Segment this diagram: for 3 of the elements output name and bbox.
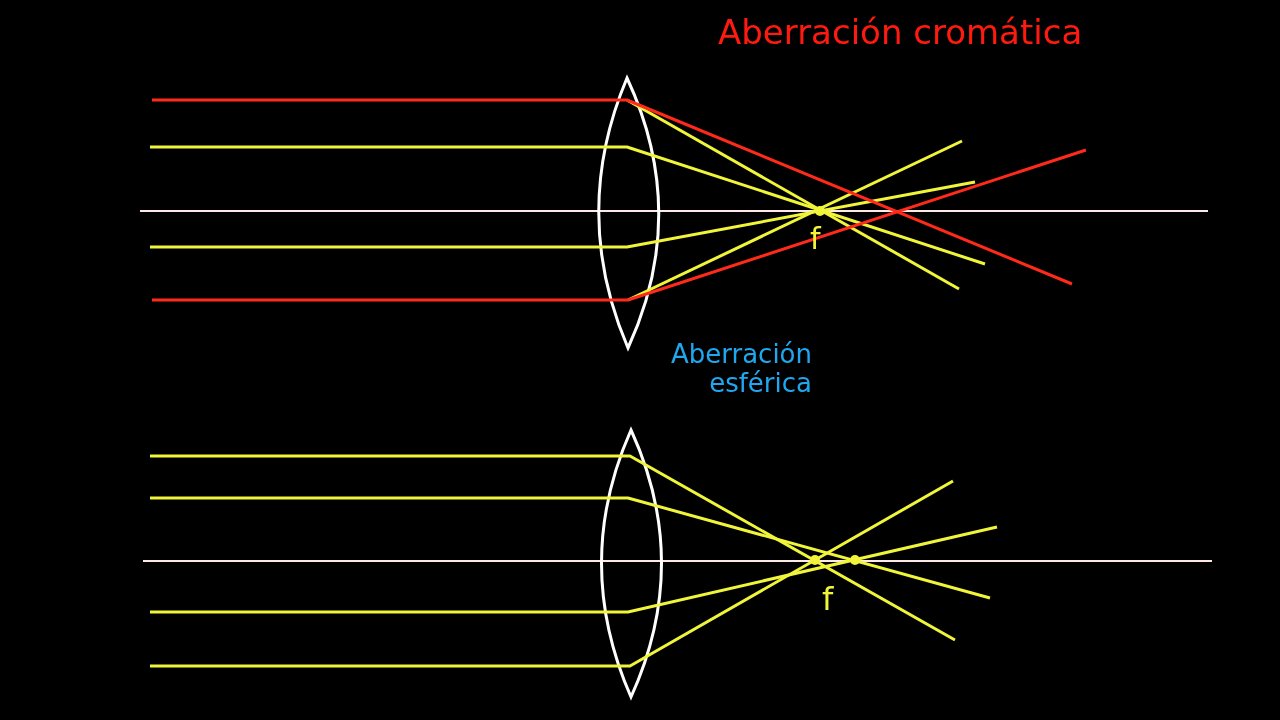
focal-point-label: f [822,582,834,618]
heading: Aberración esférica [669,340,812,398]
heading: Aberración cromática [718,14,1083,52]
